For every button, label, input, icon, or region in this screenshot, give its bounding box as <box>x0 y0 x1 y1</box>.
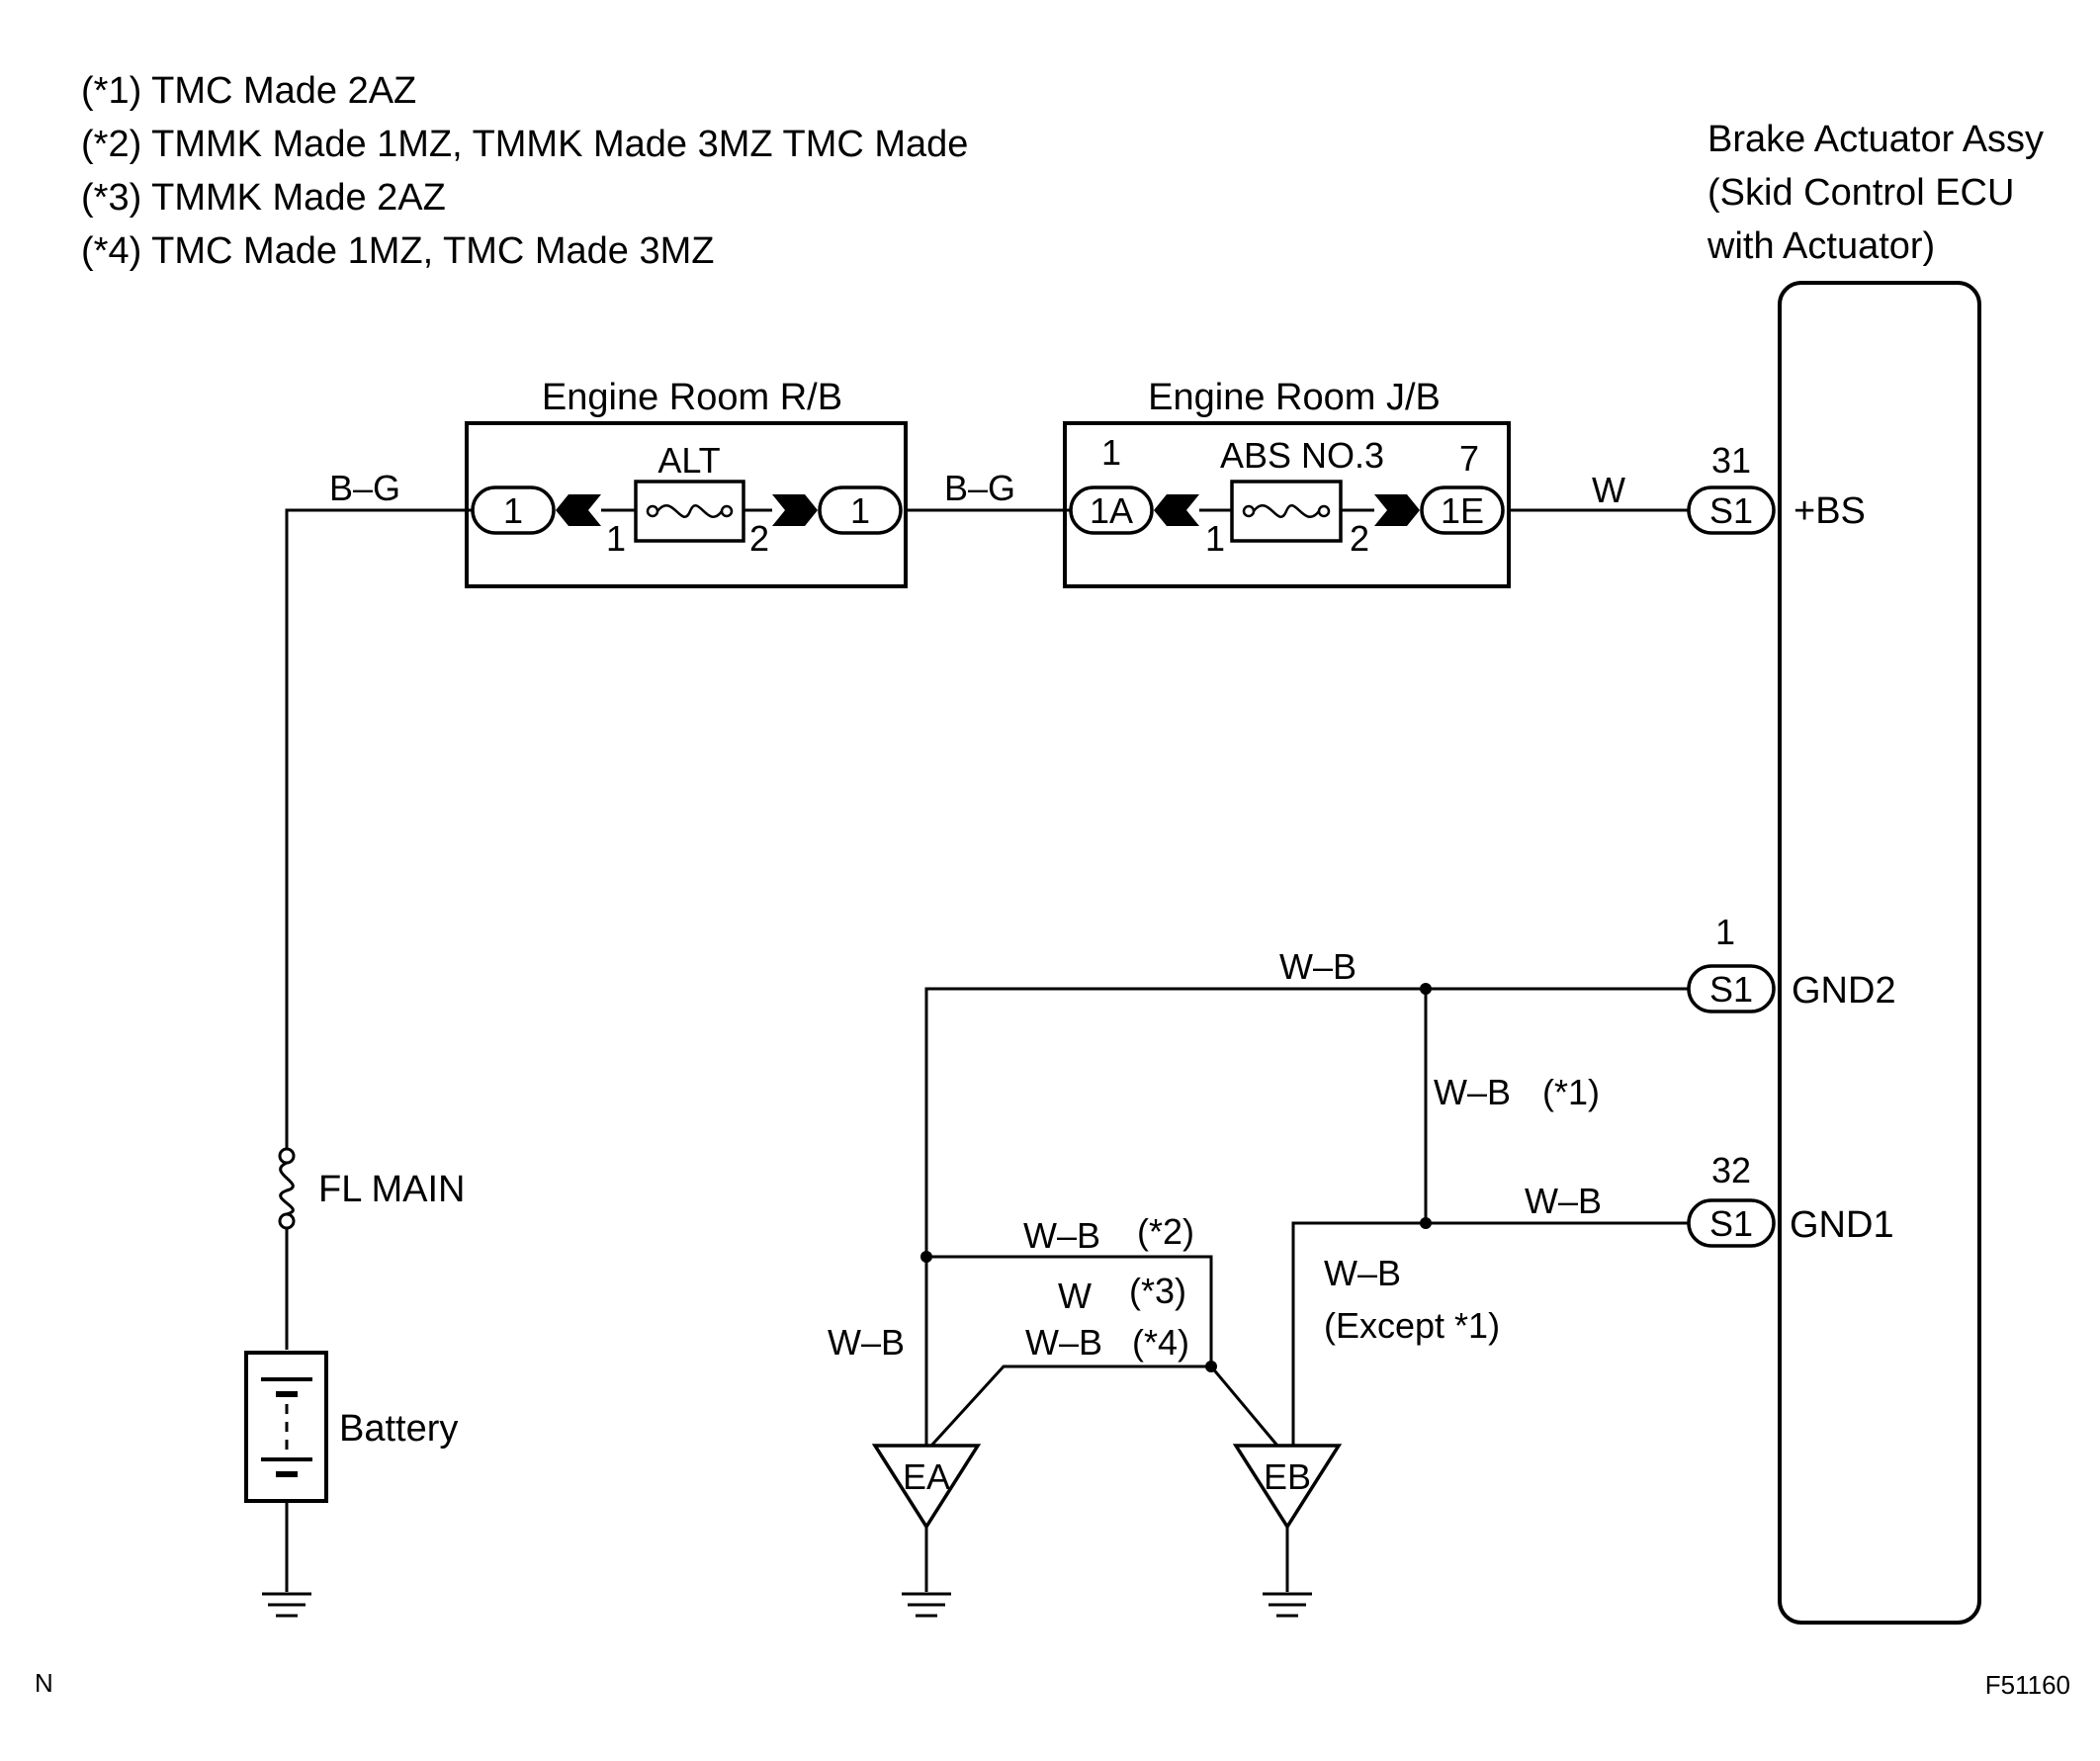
wire-label-bg-middle: B–G <box>944 468 1015 508</box>
jb-right-pin-number: 7 <box>1459 438 1479 479</box>
terminal-gnd2-connector-label: S1 <box>1709 969 1753 1010</box>
wire-label-eb-vertical: W–B <box>1324 1253 1401 1293</box>
terminal-bs-connector <box>1687 485 1776 535</box>
terminal-bs-name: +BS <box>1794 490 1866 532</box>
rb-fuse-pin-left: 1 <box>606 518 626 559</box>
brake-actuator-ecu: Brake Actuator Assy (Skid Control ECU wi… <box>1706 119 2044 1625</box>
rb-left-arrow-icon <box>556 494 601 526</box>
wire-label-alt-wb: W–B <box>1025 1322 1102 1363</box>
fl-main-fusible-link: FL MAIN <box>278 1147 466 1230</box>
rb-right-connector <box>818 485 903 535</box>
engine-room-junction-block: Engine Room J/B 1 7 1A 1E ABS NO.3 1 2 <box>1063 377 1511 588</box>
relay-block-box <box>465 421 908 588</box>
jb-left-connector <box>1069 485 1154 535</box>
battery-ground-icon <box>262 1592 311 1618</box>
ground-ea-label: EA <box>903 1456 950 1497</box>
ground-eb-icon <box>1232 1444 1343 1531</box>
alt-fuse-label: ALT <box>657 440 720 481</box>
wire-label-alt-w-note: (*3) <box>1129 1271 1186 1311</box>
legend-line-2: (*2) TMMK Made 1MZ, TMMK Made 3MZ TMC Ma… <box>81 124 968 165</box>
jb-right-connector-label: 1E <box>1441 490 1484 531</box>
wire-label-w: W <box>1592 470 1625 510</box>
jb-left-connector-label: 1A <box>1090 490 1133 531</box>
terminal-gnd1-pin: 32 <box>1711 1150 1751 1190</box>
legend: (*1) TMC Made 2AZ (*2) TMMK Made 1MZ, TM… <box>81 70 968 272</box>
rb-left-connector-label: 1 <box>503 490 523 531</box>
terminal-gnd2-pin: 1 <box>1715 912 1735 952</box>
junction-dot-lower <box>1420 1217 1432 1229</box>
wire-label-eb-vertical-note: (Except *1) <box>1324 1305 1500 1346</box>
wire-label-bg-left: B–G <box>329 468 400 508</box>
ecu-terminal-gnd1: 32 S1 GND1 <box>1687 1150 1894 1248</box>
rb-fuse-pin-right: 2 <box>749 518 769 559</box>
jb-left-pin-number: 1 <box>1101 432 1121 473</box>
legend-line-3: (*3) TMMK Made 2AZ <box>81 177 446 219</box>
wire-label-gnd1: W–B <box>1525 1181 1602 1221</box>
ground-wiring: W–B W–B (*1) W–B W–B (Except *1) W–B (*2… <box>828 946 1689 1448</box>
junction-dot-upper <box>1420 983 1432 995</box>
relay-block-title: Engine Room R/B <box>542 377 842 418</box>
terminal-gnd2-name: GND2 <box>1792 970 1896 1012</box>
legend-line-4: (*4) TMC Made 1MZ, TMC Made 3MZ <box>81 230 715 272</box>
battery: Battery <box>244 1351 458 1592</box>
ecu-title-line-3: with Actuator) <box>1706 225 1935 267</box>
ground-eb-label: EB <box>1264 1456 1311 1497</box>
junction-block-box <box>1063 421 1511 588</box>
battery-feed-wiring: B–G <box>285 468 477 1350</box>
wire-label-alt-w: W <box>1058 1276 1092 1316</box>
fl-main-label: FL MAIN <box>318 1169 466 1210</box>
wire-label-alt-wb-note: (*4) <box>1132 1322 1189 1363</box>
jb-right-connector <box>1420 485 1505 535</box>
ecu-title-line-2: (Skid Control ECU <box>1707 172 2014 214</box>
rb-right-connector-label: 1 <box>850 490 870 531</box>
rb-left-connector <box>471 485 556 535</box>
jb-fuse-pin-right: 2 <box>1350 518 1369 559</box>
legend-line-1: (*1) TMC Made 2AZ <box>81 70 416 112</box>
terminal-bs-connector-label: S1 <box>1709 490 1753 531</box>
jb-to-ecu-wiring: W <box>1509 470 1691 512</box>
wire-label-ea-branch: W–B <box>1023 1215 1100 1256</box>
ecu-terminal-bs: 31 S1 +BS <box>1687 440 1866 535</box>
wire-label-junction-vertical-note: (*1) <box>1542 1072 1600 1112</box>
footer-right: F51160 <box>1985 1670 2070 1700</box>
ecu-terminal-gnd2: 1 S1 GND2 <box>1687 912 1896 1013</box>
terminal-bs-pin: 31 <box>1711 440 1751 481</box>
jb-right-arrow-icon <box>1374 494 1420 526</box>
battery-label: Battery <box>339 1408 458 1450</box>
junction-block-title: Engine Room J/B <box>1148 377 1441 418</box>
engine-room-relay-block: Engine Room R/B 1 1 ALT 1 2 <box>465 377 908 588</box>
jb-left-arrow-icon <box>1154 494 1199 526</box>
wire-label-junction-vertical: W–B <box>1434 1072 1511 1112</box>
ground-ea: EA <box>871 1444 982 1618</box>
ground-eb: EB <box>1232 1444 1343 1618</box>
ground-ea-icon <box>871 1444 982 1531</box>
ecu-title-line-1: Brake Actuator Assy <box>1707 119 2044 160</box>
footer-left: N <box>35 1668 53 1698</box>
terminal-gnd1-connector-label: S1 <box>1709 1203 1753 1244</box>
rb-right-arrow-icon <box>772 494 818 526</box>
wire-label-ea-branch-note: (*2) <box>1137 1211 1194 1252</box>
abs-fuse-label: ABS NO.3 <box>1220 435 1384 476</box>
wire-label-ea-vertical: W–B <box>828 1322 905 1363</box>
wire-label-gnd2: W–B <box>1279 946 1356 987</box>
jb-fuse-pin-left: 1 <box>1205 518 1225 559</box>
terminal-gnd1-name: GND1 <box>1790 1204 1894 1246</box>
rb-to-jb-wiring: B–G <box>906 468 1071 512</box>
ecu-body <box>1778 281 1981 1625</box>
